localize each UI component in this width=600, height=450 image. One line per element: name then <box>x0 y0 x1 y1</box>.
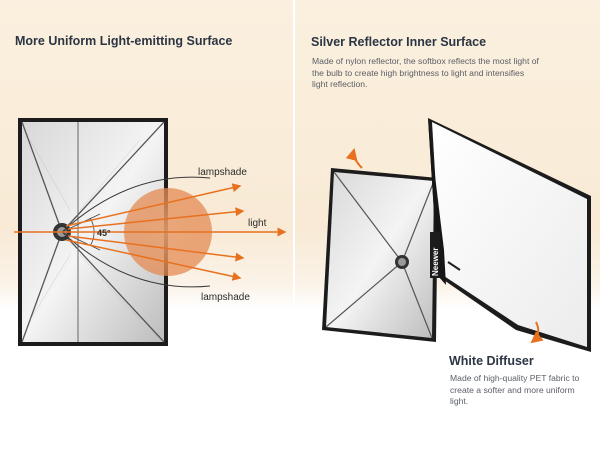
diffuser-description: Made of high-quality PET fabric to creat… <box>450 373 580 406</box>
lampshade-curve-top <box>61 176 211 233</box>
softbox-silver <box>322 168 438 342</box>
heading-silver-reflector: Silver Reflector Inner Surface <box>311 35 487 49</box>
label-lampshade-bottom: lampshade <box>201 292 250 303</box>
panel-divider <box>293 0 295 285</box>
label-light: light <box>248 218 267 229</box>
heading-white-diffuser: White Diffuser <box>449 354 534 368</box>
curved-arrow-icon <box>345 148 363 169</box>
lampshade-curve-bottom <box>61 231 211 288</box>
label-angle: 45° <box>97 228 111 238</box>
softbox-diffuser: Neewer <box>428 118 591 352</box>
brand-label: Neewer <box>431 248 440 276</box>
light-arrows <box>62 183 287 281</box>
heading-uniform-surface: More Uniform Light-emitting Surface <box>15 34 233 48</box>
label-lampshade-top: lampshade <box>198 167 247 178</box>
reflector-description: Made of nylon reflector, the softbox ref… <box>312 56 539 89</box>
curved-arrow-icon <box>530 321 544 344</box>
